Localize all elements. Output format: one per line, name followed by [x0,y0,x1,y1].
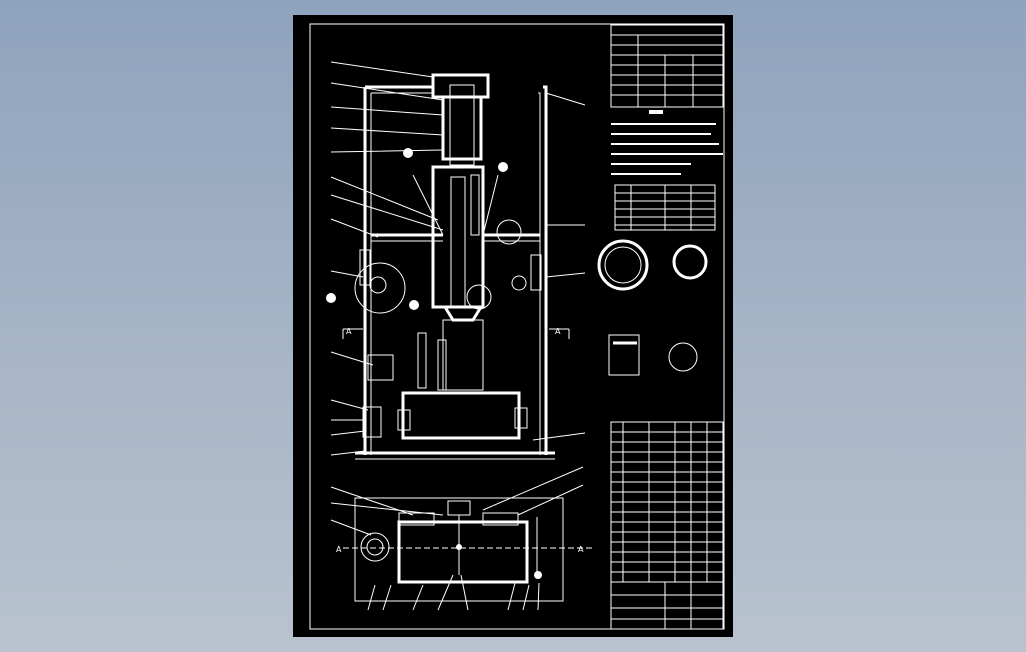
drawing-sheet: A A A A [293,15,733,637]
plan-view: A A [330,466,593,611]
cad-drawing: A A A A [309,23,725,630]
outer-border [309,23,725,630]
plan-section-left: A [336,545,342,554]
section-marker-left: A [346,327,352,336]
technical-notes [611,110,723,175]
parts-mini-table [614,184,716,231]
section-marker-right: A [555,327,561,336]
bill-of-materials [610,421,724,630]
plan-section-right: A [578,545,584,554]
detail-views [597,239,708,376]
spec-table [610,24,724,108]
elevation-view: A A [326,61,586,460]
